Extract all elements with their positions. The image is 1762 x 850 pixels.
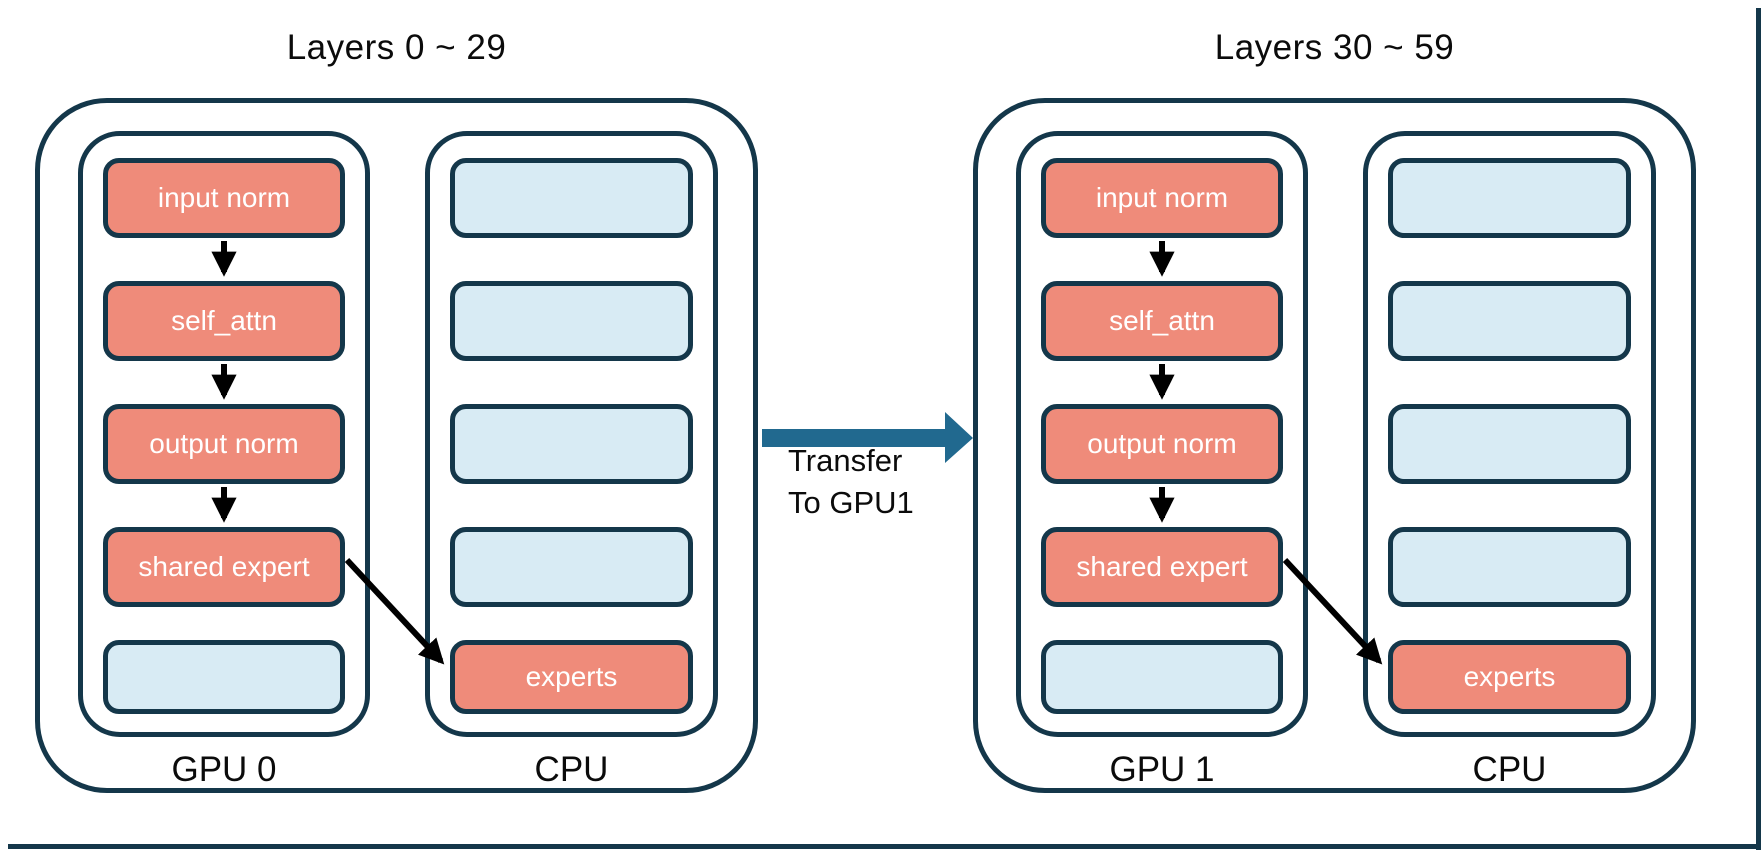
group0-cpu-label: CPU <box>534 750 609 789</box>
group1-gpu-box-shared-expert: shared expert <box>1041 527 1283 607</box>
box-label: output norm <box>1087 428 1237 459</box>
group1-cpu-label: CPU <box>1472 750 1547 789</box>
box-label: shared expert <box>138 551 310 582</box>
group1-gpu-box-self-attn: self_attn <box>1041 281 1283 361</box>
group0-gpu-empty-slot <box>103 640 345 714</box>
box-label: experts <box>1463 661 1556 692</box>
group0-gpu-label: GPU 0 <box>171 750 277 789</box>
box-label: self_attn <box>1109 305 1215 336</box>
right-frame-line <box>1756 8 1761 850</box>
box-label: output norm <box>149 428 299 459</box>
group0-gpu-box-shared-expert: shared expert <box>103 527 345 607</box>
group1-cpu-empty-slot <box>1388 158 1631 238</box>
group0-gpu-box-input-norm: input norm <box>103 158 345 238</box>
group1-cpu-empty-slot <box>1388 404 1631 484</box>
group0-gpu-box-output-norm: output norm <box>103 404 345 484</box>
box-label: shared expert <box>1076 551 1248 582</box>
box-label: self_attn <box>171 305 277 336</box>
box-label: input norm <box>1095 182 1229 213</box>
group1-cpu-empty-slot <box>1388 527 1631 607</box>
group1-gpu-empty-slot <box>1041 640 1283 714</box>
group0-cpu-box-experts: experts <box>450 640 693 714</box>
group0-cpu-empty-slot <box>450 281 693 361</box>
group0-cpu-empty-slot <box>450 158 693 238</box>
transfer-label-line2: To GPU1 <box>788 485 914 520</box>
group1-gpu-box-output-norm: output norm <box>1041 404 1283 484</box>
group1-gpu-label: GPU 1 <box>1109 750 1215 789</box>
group1-cpu-box-experts: experts <box>1388 640 1631 714</box>
box-label: input norm <box>157 182 291 213</box>
group0-cpu-empty-slot <box>450 404 693 484</box>
group0-title: Layers 0 ~ 29 <box>286 28 507 67</box>
box-label: experts <box>525 661 618 692</box>
bottom-frame-line <box>8 844 1761 849</box>
group1-gpu-box-input-norm: input norm <box>1041 158 1283 238</box>
group0-gpu-box-self-attn: self_attn <box>103 281 345 361</box>
transfer-label: Transfer To GPU1 <box>788 440 968 524</box>
group0-cpu-empty-slot <box>450 527 693 607</box>
group1-cpu-empty-slot <box>1388 281 1631 361</box>
transfer-label-line1: Transfer <box>788 443 903 478</box>
group1-title: Layers 30 ~ 59 <box>1214 28 1455 67</box>
